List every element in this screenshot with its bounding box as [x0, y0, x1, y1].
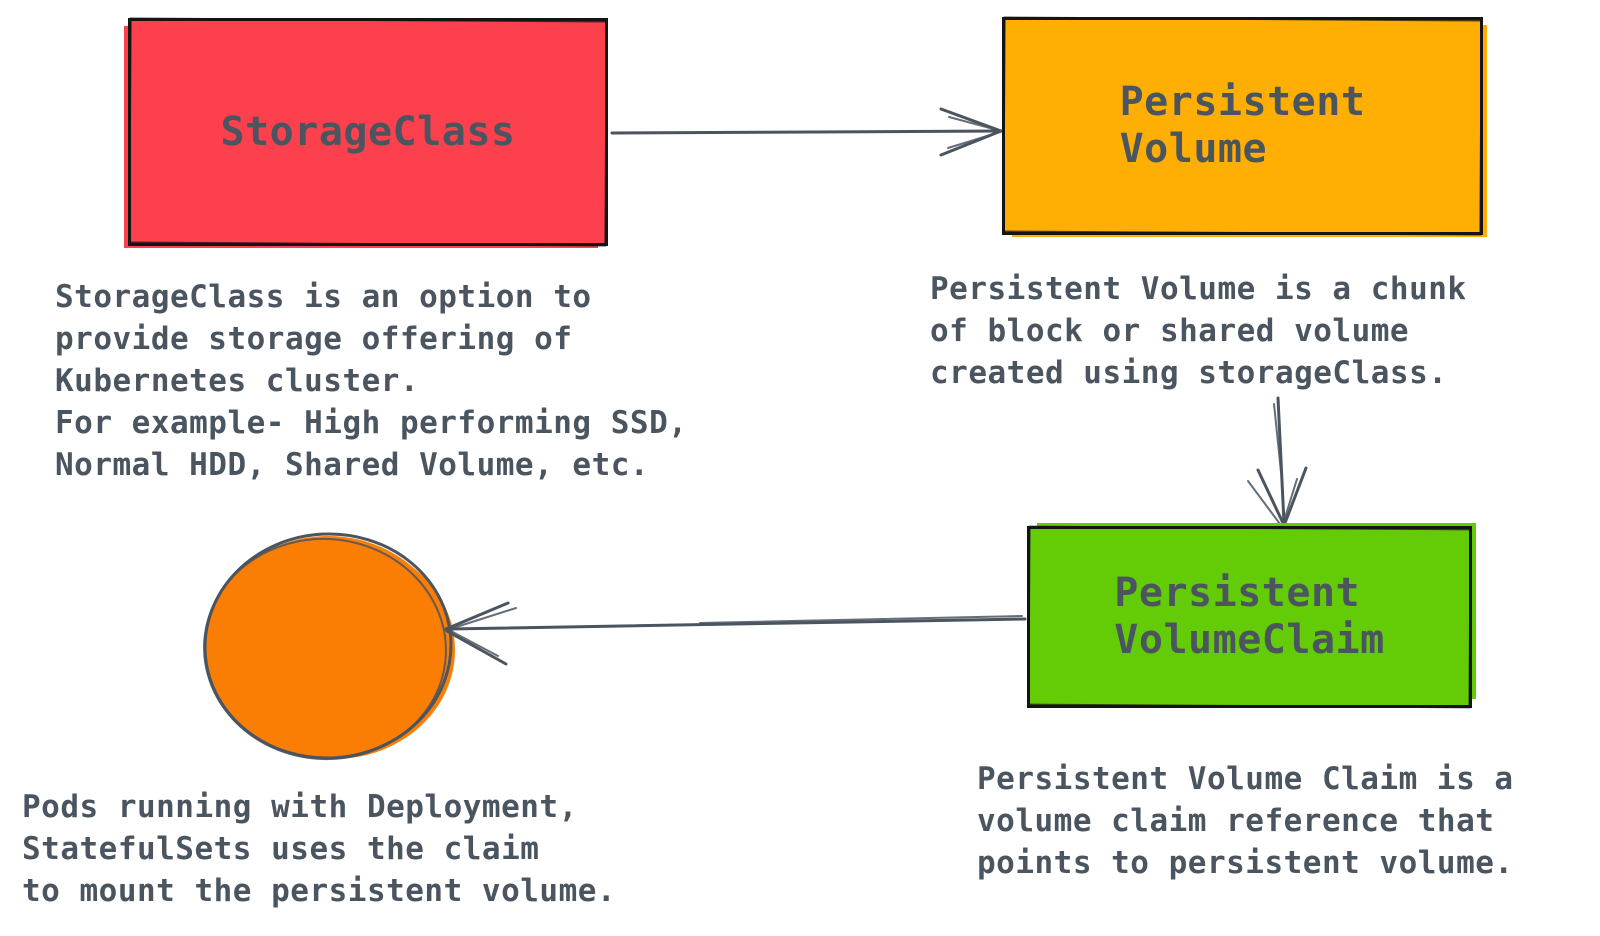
edge-persistentvolumeclaim-to-pod[interactable] — [444, 601, 1027, 666]
pod-circle-outline — [203, 532, 453, 760]
edge-storageclass-to-persistentvolume[interactable] — [610, 107, 1003, 157]
pod-description: Pods running with Deployment, StatefulSe… — [22, 789, 617, 909]
persistent-volume-claim-description: Persistent Volume Claim is a volume clai… — [977, 761, 1514, 881]
node-persistent-volume[interactable]: Persistent Volume — [1002, 17, 1483, 235]
storage-class-label: StorageClass — [220, 108, 516, 155]
node-persistent-volume-claim[interactable]: Persistent VolumeClaim — [1027, 526, 1472, 708]
persistent-volume-label: Persistent Volume — [1119, 79, 1366, 172]
storage-class-description: StorageClass is an option to provide sto… — [55, 279, 688, 483]
node-storage-class[interactable]: StorageClass — [128, 18, 608, 246]
pod-circle[interactable] — [197, 528, 457, 767]
persistent-volume-description: Persistent Volume is a chunk of block or… — [930, 271, 1467, 391]
persistent-volume-claim-label: Persistent VolumeClaim — [1114, 570, 1385, 663]
pod-circle-fill — [206, 536, 450, 758]
edge-persistentvolume-to-persistentvolumeclaim[interactable] — [1247, 396, 1308, 525]
pod-circle-outline-sketch — [203, 537, 447, 761]
